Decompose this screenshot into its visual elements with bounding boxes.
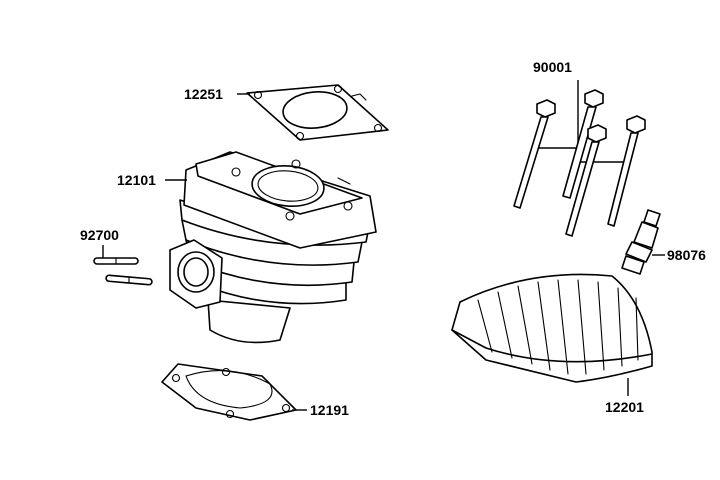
- head-gasket: [246, 84, 389, 141]
- part-label-98076: 98076: [667, 247, 706, 263]
- stud-bolts: [93, 257, 153, 286]
- part-label-12251: 12251: [184, 86, 223, 102]
- cylinder: [169, 151, 377, 344]
- part-label-12191: 12191: [310, 402, 349, 418]
- base-gasket: [161, 363, 297, 421]
- cylinder-bolts: [513, 89, 646, 237]
- part-label-12101: 12101: [117, 172, 156, 188]
- part-label-90001: 90001: [533, 59, 572, 75]
- cylinder-head: [451, 273, 653, 383]
- part-label-92700: 92700: [80, 227, 119, 243]
- spark-plug: [621, 209, 661, 275]
- part-label-12201: 12201: [605, 399, 644, 415]
